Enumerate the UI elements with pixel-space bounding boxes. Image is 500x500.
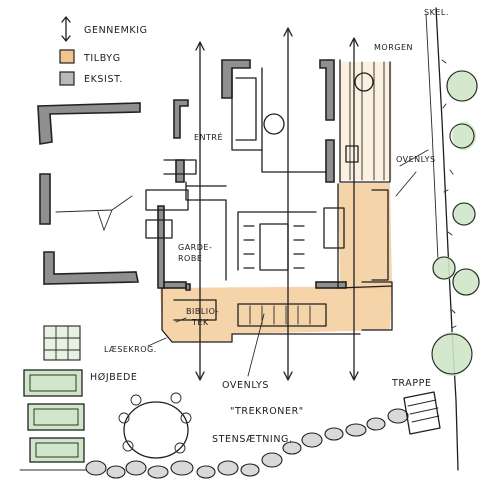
robe-label: ROBE [178,254,202,263]
through-view-arrows [195,27,359,381]
round-table [118,392,192,459]
existing-house-walls [37,102,141,285]
addition-area-east [338,183,392,290]
addition-areas [160,62,392,342]
legend-addition-swatch [59,49,75,64]
laesekrog-label: LÆSEKROG. [104,345,157,354]
legend-tilbyg-label: TILBYG [83,53,121,64]
trappe-label: TRAPPE [391,378,432,389]
legend-gennemkig-label: GENNEMKIG [84,25,148,36]
tek-label: TEK [191,318,209,327]
trekroner-label: "TREKRONER" [230,406,304,417]
addition-area-south [160,286,392,342]
through-view-arrow-icon [195,41,205,381]
legend: GENNEMKIG TILBYG EKSIST. [59,16,148,86]
main-house-walls [157,59,347,291]
leader-lines [147,149,429,377]
entre-label: ENTRÉ [194,131,223,142]
legend-existing-swatch [59,71,75,86]
skel-label: SKEL. [424,8,449,17]
legend-through-view-arrow-icon [61,16,71,42]
through-view-arrow-icon [283,27,293,381]
morgen-label: MORGEN [374,43,413,52]
boundary: SKEL. [424,7,459,471]
raised-beds [23,325,85,463]
hojbede-label: HØJBEDE [90,372,137,383]
stone-border [19,408,409,479]
boundary-trees [431,59,480,376]
legend-eksist-label: EKSIST. [84,74,123,85]
morning-terrace-hatch [340,62,392,180]
garde-label: GARDE- [178,243,212,252]
biblio-label: BIBLIO- [186,307,219,316]
stensaetning-label: STENSÆTNING. [212,434,293,445]
through-view-arrow-icon [349,37,359,381]
ovenlys-bottom-label: OVENLYS [222,380,269,391]
stairs [403,391,441,435]
ovenlys-top-label: OVENLYS [396,155,436,164]
